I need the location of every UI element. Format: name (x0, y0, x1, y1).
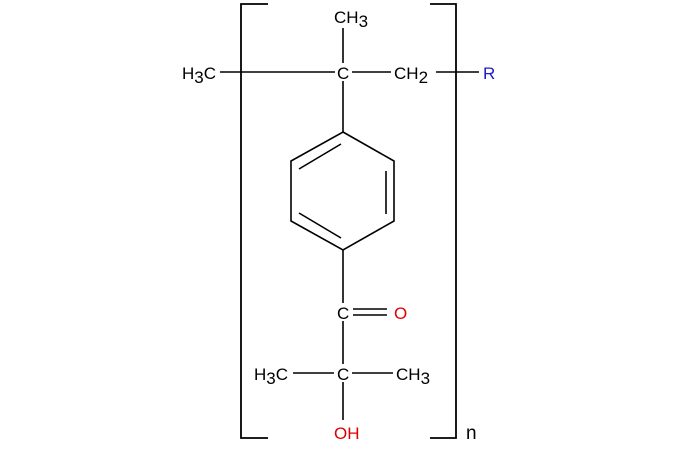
ring-double-bond-lower-left (298, 212, 342, 239)
hydroxy-left-methyl-label: H3C (254, 365, 288, 388)
ring-outline (290, 131, 395, 251)
hydroxyl-label: OH (334, 424, 360, 443)
repeat-count-label: n (466, 423, 477, 444)
left-methyl-label: H3C (182, 64, 216, 87)
backbone-bonds (220, 28, 479, 132)
top-methyl-label: CH3 (334, 8, 368, 31)
r-group-label: R (483, 64, 495, 83)
benzene-ring (290, 131, 395, 251)
hydroxy-right-methyl-label: CH3 (396, 365, 430, 388)
carbonyl-carbon-label: C (337, 304, 349, 323)
ring-double-bond-upper-left (298, 143, 342, 170)
hydroxy-carbon-label: C (337, 365, 349, 384)
right-bracket (430, 3, 457, 439)
repeat-unit-brackets (240, 3, 457, 439)
carbonyl-oxygen-label: O (394, 304, 407, 323)
left-bracket (240, 3, 268, 439)
quaternary-carbon-label: C (337, 64, 349, 83)
methylene-label: CH2 (394, 64, 428, 87)
